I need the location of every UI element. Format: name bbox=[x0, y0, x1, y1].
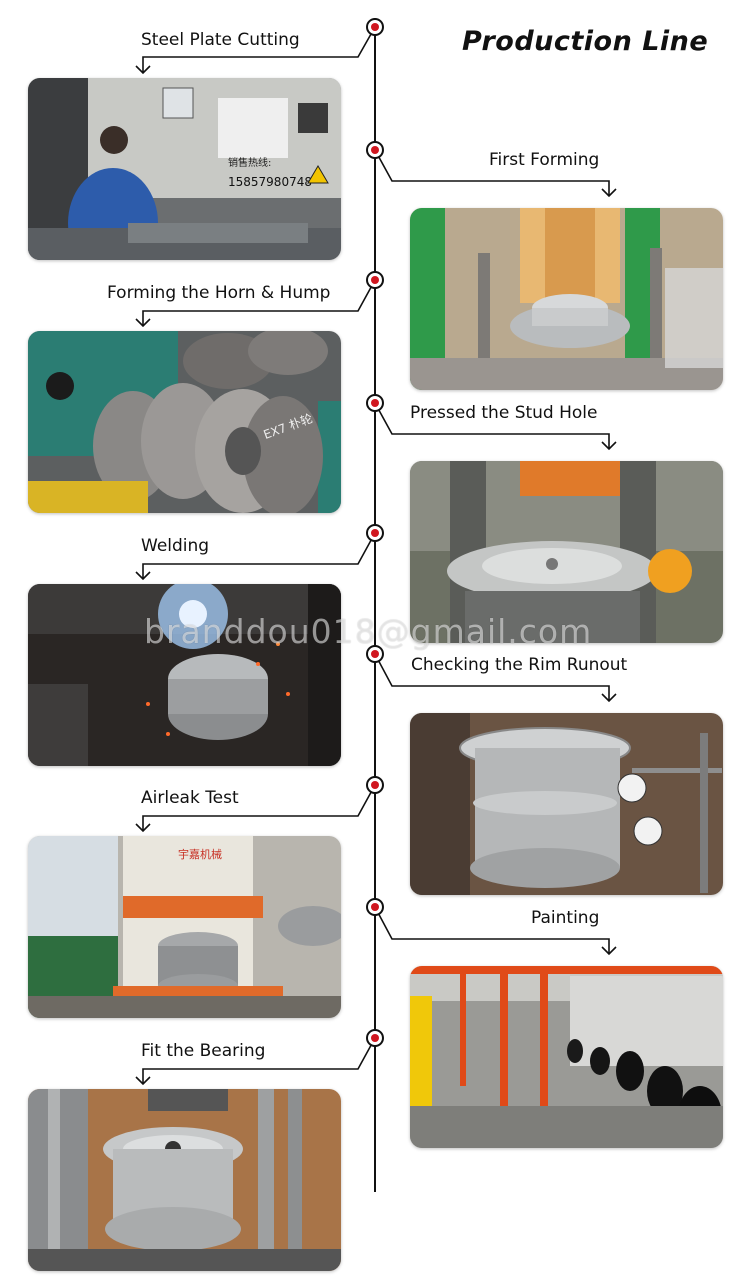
photo-first-forming bbox=[410, 208, 723, 390]
step-label-checking-rim-runout: Checking the Rim Runout bbox=[411, 655, 628, 675]
watermark-email: branddou018@gmail.com bbox=[144, 612, 593, 651]
arrow-step-6 bbox=[601, 693, 617, 703]
connector-step-3 bbox=[142, 279, 376, 325]
step-label-welding: Welding bbox=[141, 536, 210, 556]
photo-forming-horn-hump: EX7 朴轮 bbox=[28, 331, 341, 513]
step-label-fit-bearing: Fit the Bearing bbox=[141, 1041, 266, 1061]
step-label-steel-plate-cutting: Steel Plate Cutting bbox=[141, 30, 300, 50]
connector-step-4 bbox=[374, 402, 610, 448]
step-label-first-forming: First Forming bbox=[489, 150, 600, 170]
arrow-step-8 bbox=[601, 946, 617, 956]
arrow-step-1 bbox=[135, 65, 151, 75]
photo-airleak-test: 宇嘉机械 bbox=[28, 836, 341, 1018]
connector-step-9 bbox=[142, 1037, 376, 1083]
arrow-step-9 bbox=[135, 1076, 151, 1086]
step-label-painting: Painting bbox=[531, 908, 600, 928]
photo-welding bbox=[28, 584, 341, 766]
photo-painting bbox=[410, 966, 723, 1148]
arrow-step-3 bbox=[135, 318, 151, 328]
sign-text: 销售热线: bbox=[228, 156, 271, 169]
connector-step-7 bbox=[142, 784, 376, 830]
timeline-node-5 bbox=[366, 524, 384, 542]
arrow-step-7 bbox=[135, 823, 151, 833]
step-label-airleak-test: Airleak Test bbox=[141, 788, 239, 808]
step-label-forming-horn-hump: Forming the Horn & Hump bbox=[107, 283, 331, 303]
timeline-node-6 bbox=[366, 645, 384, 663]
step-label-pressed-stud-hole: Pressed the Stud Hole bbox=[410, 403, 598, 423]
machine-text: 宇嘉机械 bbox=[178, 847, 222, 861]
timeline-node-8 bbox=[366, 898, 384, 916]
timeline-node-7 bbox=[366, 776, 384, 794]
photo-pressed-stud-hole bbox=[410, 461, 723, 643]
page-title: Production Line bbox=[462, 26, 709, 57]
sign-phone: 15857980748 bbox=[228, 175, 312, 189]
connector-step-5 bbox=[142, 532, 376, 578]
timeline-node-1 bbox=[366, 18, 384, 36]
arrow-step-4 bbox=[601, 441, 617, 451]
arrow-step-5 bbox=[135, 571, 151, 581]
arrow-step-2 bbox=[601, 188, 617, 198]
timeline-node-4 bbox=[366, 394, 384, 412]
connector-step-1 bbox=[142, 26, 376, 72]
connector-step-2 bbox=[374, 149, 610, 195]
photo-steel-plate-cutting: 销售热线: 15857980748 bbox=[28, 78, 341, 260]
photo-checking-rim-runout bbox=[410, 713, 723, 895]
timeline-node-2 bbox=[366, 141, 384, 159]
connector-step-6 bbox=[374, 653, 610, 700]
timeline-node-9 bbox=[366, 1029, 384, 1047]
photo-fit-bearing bbox=[28, 1089, 341, 1271]
connector-step-8 bbox=[374, 906, 610, 953]
timeline-node-3 bbox=[366, 271, 384, 289]
